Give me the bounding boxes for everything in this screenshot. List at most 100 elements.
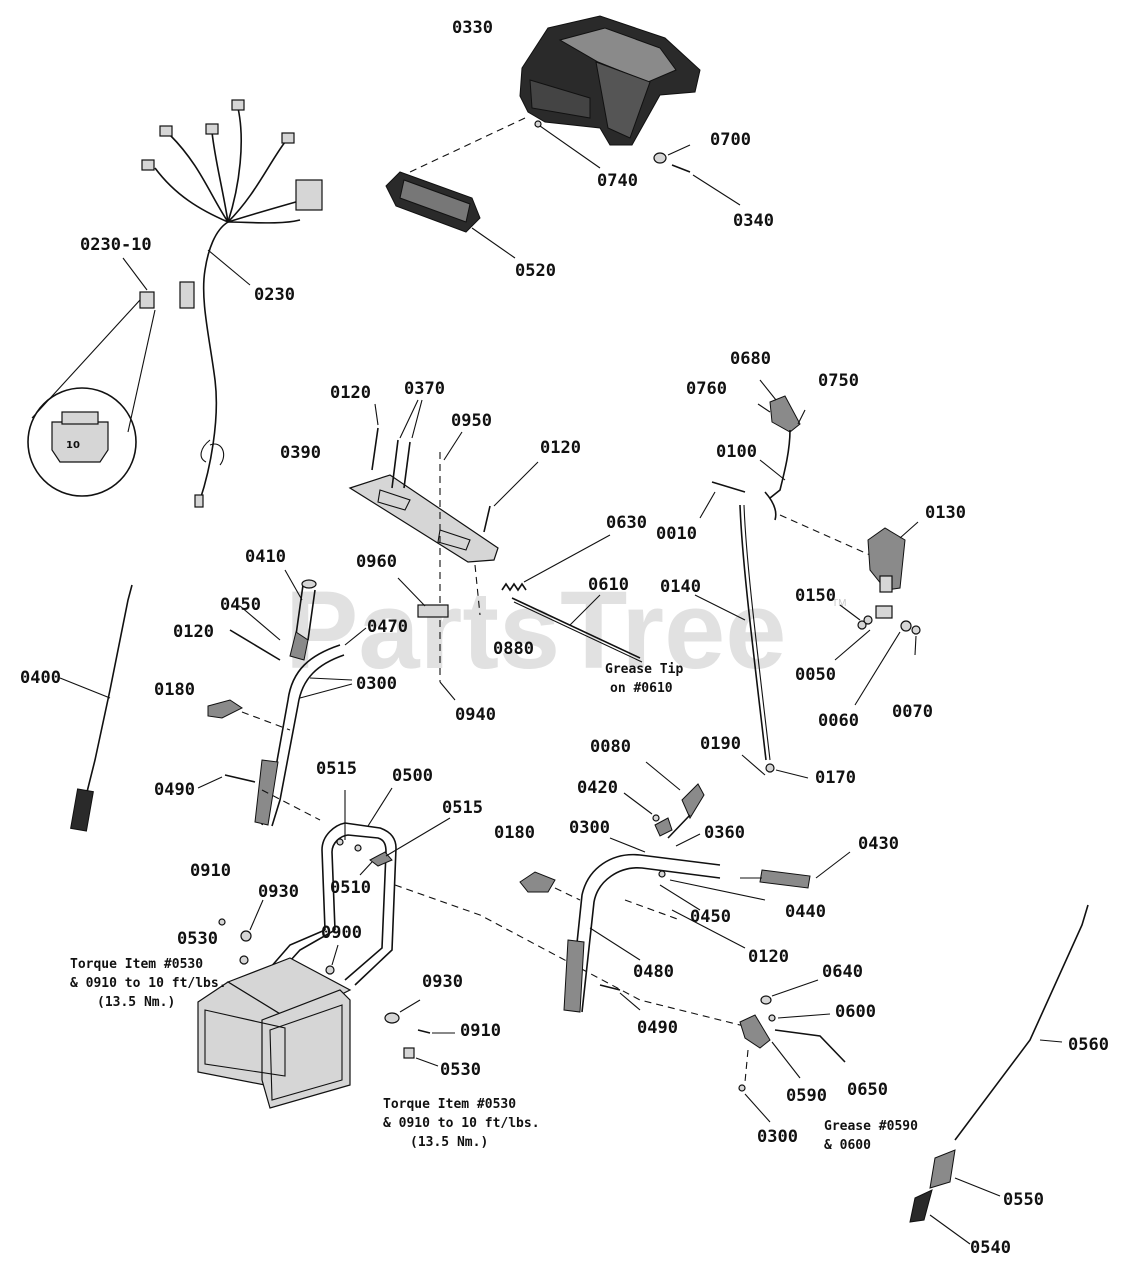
label-0150: 0150 <box>795 586 836 606</box>
handle-upper-left-0410 <box>289 579 317 661</box>
label-0180-a: 0180 <box>154 680 195 700</box>
washer-0150 <box>857 620 867 630</box>
washer-0930-left <box>240 930 252 942</box>
note-torque-bottom-line2: & 0910 to 10 ft/lbs. <box>383 1116 540 1131</box>
label-0750: 0750 <box>818 371 859 391</box>
note-grease-bottom: Grease #0590 & 0600 <box>824 1119 918 1153</box>
panel-bracket-0390 <box>348 474 499 563</box>
label-0510: 0510 <box>330 878 371 898</box>
bolt-0120-c <box>229 629 281 661</box>
label-0140: 0140 <box>660 577 701 597</box>
label-0190: 0190 <box>700 734 741 754</box>
label-0340: 0340 <box>733 211 774 231</box>
note-torque-left-line3: (13.5 Nm.) <box>97 995 175 1010</box>
handle-lower-right-0480 <box>563 853 721 1013</box>
label-0230: 0230 <box>254 285 295 305</box>
note-grease-bottom-line1: Grease #0590 <box>824 1119 918 1134</box>
rod-0610 <box>511 597 641 659</box>
engine-mount-plates <box>197 957 352 1109</box>
label-0700: 0700 <box>710 130 751 150</box>
bolt-0530-left <box>239 955 249 965</box>
nut-0070 <box>911 625 921 635</box>
bracket-0130 <box>867 527 906 593</box>
note-grease-tip-line2: on #0610 <box>610 681 673 696</box>
label-0550: 0550 <box>1003 1190 1044 1210</box>
label-0050: 0050 <box>795 665 836 685</box>
label-0760: 0760 <box>686 379 727 399</box>
callout-labels: 0330 0700 0740 0340 0520 0230-10 0230 01… <box>20 18 1109 1258</box>
label-0515-a: 0515 <box>316 759 357 779</box>
note-grease-tip-line1: Grease Tip <box>605 662 683 677</box>
note-torque-bottom: Torque Item #0530 & 0910 to 10 ft/lbs. (… <box>383 1097 540 1150</box>
label-0080: 0080 <box>590 737 631 757</box>
washer-0700 <box>653 152 667 164</box>
note-torque-left: Torque Item #0530 & 0910 to 10 ft/lbs. (… <box>70 957 227 1010</box>
handle-grip-0430 <box>759 869 811 889</box>
label-0120-b: 0120 <box>540 438 581 458</box>
shift-rod-0100 <box>769 429 791 499</box>
latch-0960 <box>417 604 449 618</box>
bolt-0490-left <box>224 774 256 783</box>
spring-0630 <box>501 582 527 592</box>
label-0300-c: 0300 <box>757 1127 798 1147</box>
watermark-text: PartsTree <box>285 569 786 692</box>
bolt-0120-b <box>483 505 491 533</box>
label-0930-a: 0930 <box>258 882 299 902</box>
label-0390: 0390 <box>280 443 321 463</box>
label-0950: 0950 <box>451 411 492 431</box>
washer-0060 <box>900 620 912 632</box>
note-torque-bottom-line1: Torque Item #0530 <box>383 1097 516 1112</box>
label-0470: 0470 <box>367 617 408 637</box>
fuse-detail-icon: 10 <box>51 411 109 463</box>
label-0630: 0630 <box>606 513 647 533</box>
note-torque-left-line1: Torque Item #0530 <box>70 957 203 972</box>
label-0680: 0680 <box>730 349 771 369</box>
label-0170: 0170 <box>815 768 856 788</box>
fuse-rating: 10 <box>66 440 80 451</box>
label-0400: 0400 <box>20 668 61 688</box>
label-0120-a: 0120 <box>330 383 371 403</box>
label-0010: 0010 <box>656 524 697 544</box>
label-0490-a: 0490 <box>154 780 195 800</box>
bolt-0370-b <box>403 441 411 489</box>
label-0650: 0650 <box>847 1080 888 1100</box>
bolt-0120-a <box>371 427 379 471</box>
bushing-0050 <box>875 605 893 619</box>
shift-rod-0140 <box>739 504 767 761</box>
spacer-0900 <box>325 965 335 975</box>
pin-0600 <box>768 1014 776 1022</box>
label-0600: 0600 <box>835 1002 876 1022</box>
label-0120-d: 0120 <box>748 947 789 967</box>
washer-0640 <box>760 995 772 1005</box>
label-0410: 0410 <box>245 547 286 567</box>
label-0060: 0060 <box>818 711 859 731</box>
label-0450-b: 0450 <box>690 907 731 927</box>
bolt-0010 <box>711 481 746 493</box>
label-0360: 0360 <box>704 823 745 843</box>
bolt-0530-right <box>403 1047 415 1059</box>
bolt-0490-right <box>599 984 621 991</box>
label-0590: 0590 <box>786 1086 827 1106</box>
label-0640: 0640 <box>822 962 863 982</box>
dash-panel-0330 <box>519 15 701 146</box>
bracket-0590 <box>739 1014 771 1049</box>
lever-0080 <box>667 783 705 839</box>
label-0070: 0070 <box>892 702 933 722</box>
label-0930-b: 0930 <box>422 972 463 992</box>
label-0540: 0540 <box>970 1238 1011 1258</box>
label-0880: 0880 <box>493 639 534 659</box>
label-0180-b: 0180 <box>494 823 535 843</box>
cable-0400 <box>70 584 133 832</box>
nut-0910-left <box>218 918 226 926</box>
clip-0170 <box>765 763 775 773</box>
label-0910-a: 0910 <box>190 861 231 881</box>
label-0420: 0420 <box>577 778 618 798</box>
label-0330: 0330 <box>452 18 493 38</box>
label-0450-a: 0450 <box>220 595 261 615</box>
label-0900: 0900 <box>321 923 362 943</box>
label-0560: 0560 <box>1068 1035 1109 1055</box>
washer-0930-right <box>384 1012 400 1024</box>
label-0740: 0740 <box>597 171 638 191</box>
